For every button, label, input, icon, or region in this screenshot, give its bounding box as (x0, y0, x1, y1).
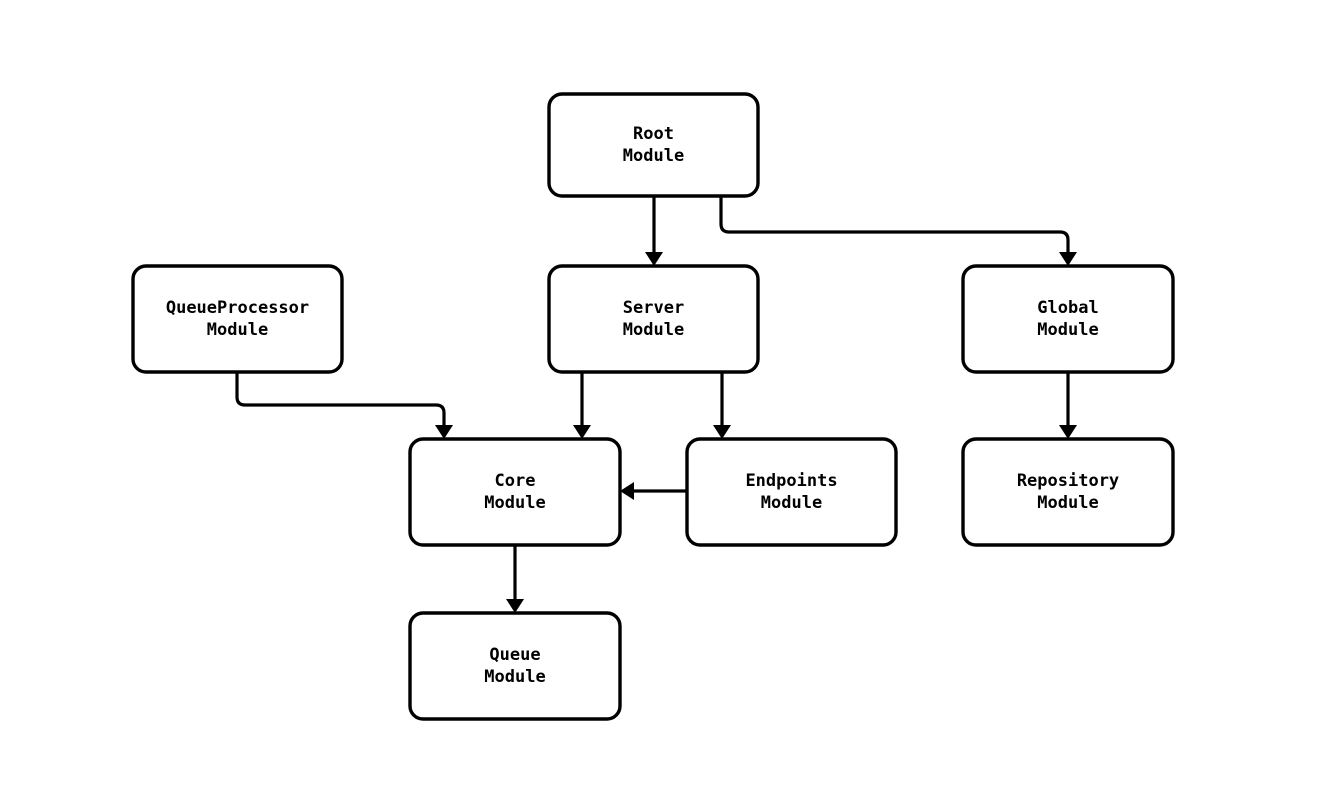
node-label-line2: Module (484, 493, 545, 513)
edges-layer (235, 196, 1077, 613)
node-box[interactable] (547, 92, 760, 198)
node-label-line2: Module (484, 667, 545, 687)
edge-root-to-global (719, 196, 1077, 266)
edge-line (235, 372, 446, 425)
arrow-head-icon (1059, 425, 1077, 439)
node-label-line2: Module (623, 146, 684, 166)
node-label-line1: Global (1037, 298, 1098, 318)
node-label-line1: QueueProcessor (166, 298, 309, 318)
node-label-line1: Repository (1017, 471, 1119, 491)
edge-line (719, 196, 1070, 252)
edge-server-to-endpoints (713, 372, 731, 439)
node-label-line2: Module (623, 320, 684, 340)
node-label-line2: Module (761, 493, 822, 513)
edge-server-to-core (573, 372, 591, 439)
node-label-line2: Module (1037, 320, 1098, 340)
node-box[interactable] (961, 437, 1175, 547)
arrow-head-icon (573, 425, 591, 439)
arrow-head-icon (645, 252, 663, 266)
arrow-head-icon (435, 425, 453, 439)
node-box[interactable] (547, 264, 760, 374)
node-label-line1: Core (495, 471, 536, 491)
edge-core-to-queue (506, 545, 524, 613)
edge-endpoints-to-core (620, 482, 687, 500)
node-box[interactable] (408, 611, 622, 721)
nodes-layer: RootModuleQueueProcessorModuleServerModu… (131, 92, 1175, 721)
node-box[interactable] (961, 264, 1175, 374)
node-label-line1: Root (633, 124, 674, 144)
edge-queueprocessor-to-core (235, 372, 453, 439)
edge-root-to-server (645, 196, 663, 266)
arrow-head-icon (713, 425, 731, 439)
node-label-line1: Endpoints (745, 471, 837, 491)
edge-global-to-repository (1059, 372, 1077, 439)
node-label-line2: Module (1037, 493, 1098, 513)
node-box[interactable] (685, 437, 898, 547)
node-label-line1: Server (623, 298, 684, 318)
node-box[interactable] (408, 437, 622, 547)
arrow-head-icon (506, 599, 524, 613)
node-box[interactable] (131, 264, 344, 374)
arrow-head-icon (620, 482, 634, 500)
arrow-head-icon (1059, 252, 1077, 266)
node-label-line1: Queue (489, 645, 540, 665)
node-label-line2: Module (207, 320, 268, 340)
